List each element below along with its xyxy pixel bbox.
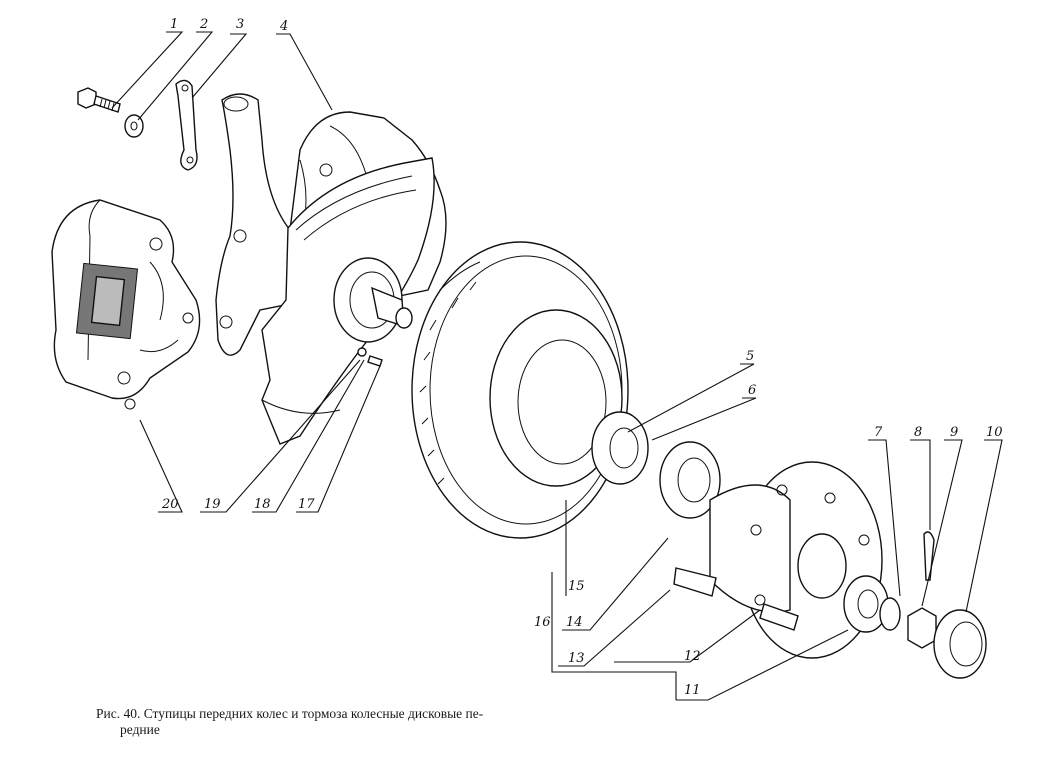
part-hub-cap: [933, 609, 987, 679]
label-3: 3: [236, 17, 244, 32]
part-bolt: [77, 87, 121, 113]
label-14: 14: [566, 615, 583, 630]
label-17: 17: [298, 497, 315, 512]
part-seal: [591, 411, 649, 485]
part-caliper: [51, 199, 201, 410]
label-6: 6: [748, 383, 756, 398]
label-19: 19: [204, 497, 221, 512]
part-thrust-washer: [879, 597, 901, 631]
label-18: 18: [254, 497, 271, 512]
label-16: 16: [534, 615, 551, 630]
label-7: 7: [874, 425, 883, 440]
label-13: 13: [568, 651, 585, 666]
caption-line-2: редние: [120, 722, 160, 737]
caption-line-1: Рис. 40. Ступицы передних колес и тормоз…: [96, 706, 484, 721]
label-1: 1: [170, 17, 178, 32]
label-2: 2: [199, 17, 208, 32]
label-9: 9: [950, 425, 958, 440]
label-12: 12: [684, 649, 701, 664]
part-plate: [175, 79, 198, 171]
part-brake-disc: [411, 241, 629, 539]
part-spindle: [333, 257, 413, 343]
callout-labels: 1 2 3 4 5 6 7 8 9 10 11 12 13 14 15 16 1…: [161, 17, 1003, 698]
label-20: 20: [161, 497, 179, 512]
label-11: 11: [684, 683, 701, 698]
label-4: 4: [279, 19, 288, 34]
part-studs: [673, 567, 799, 631]
leader-lines: [111, 31, 1003, 701]
label-15: 15: [568, 579, 585, 594]
part-inner-bearing: [659, 441, 721, 519]
part-cotter-pin: [923, 531, 935, 581]
label-5: 5: [746, 349, 754, 364]
label-8: 8: [914, 425, 922, 440]
part-castle-nut: [907, 607, 937, 649]
figure-caption: Рис. 40. Ступицы передних колес и тормоз…: [96, 706, 556, 738]
label-10: 10: [986, 425, 1003, 440]
part-washer: [124, 114, 144, 138]
